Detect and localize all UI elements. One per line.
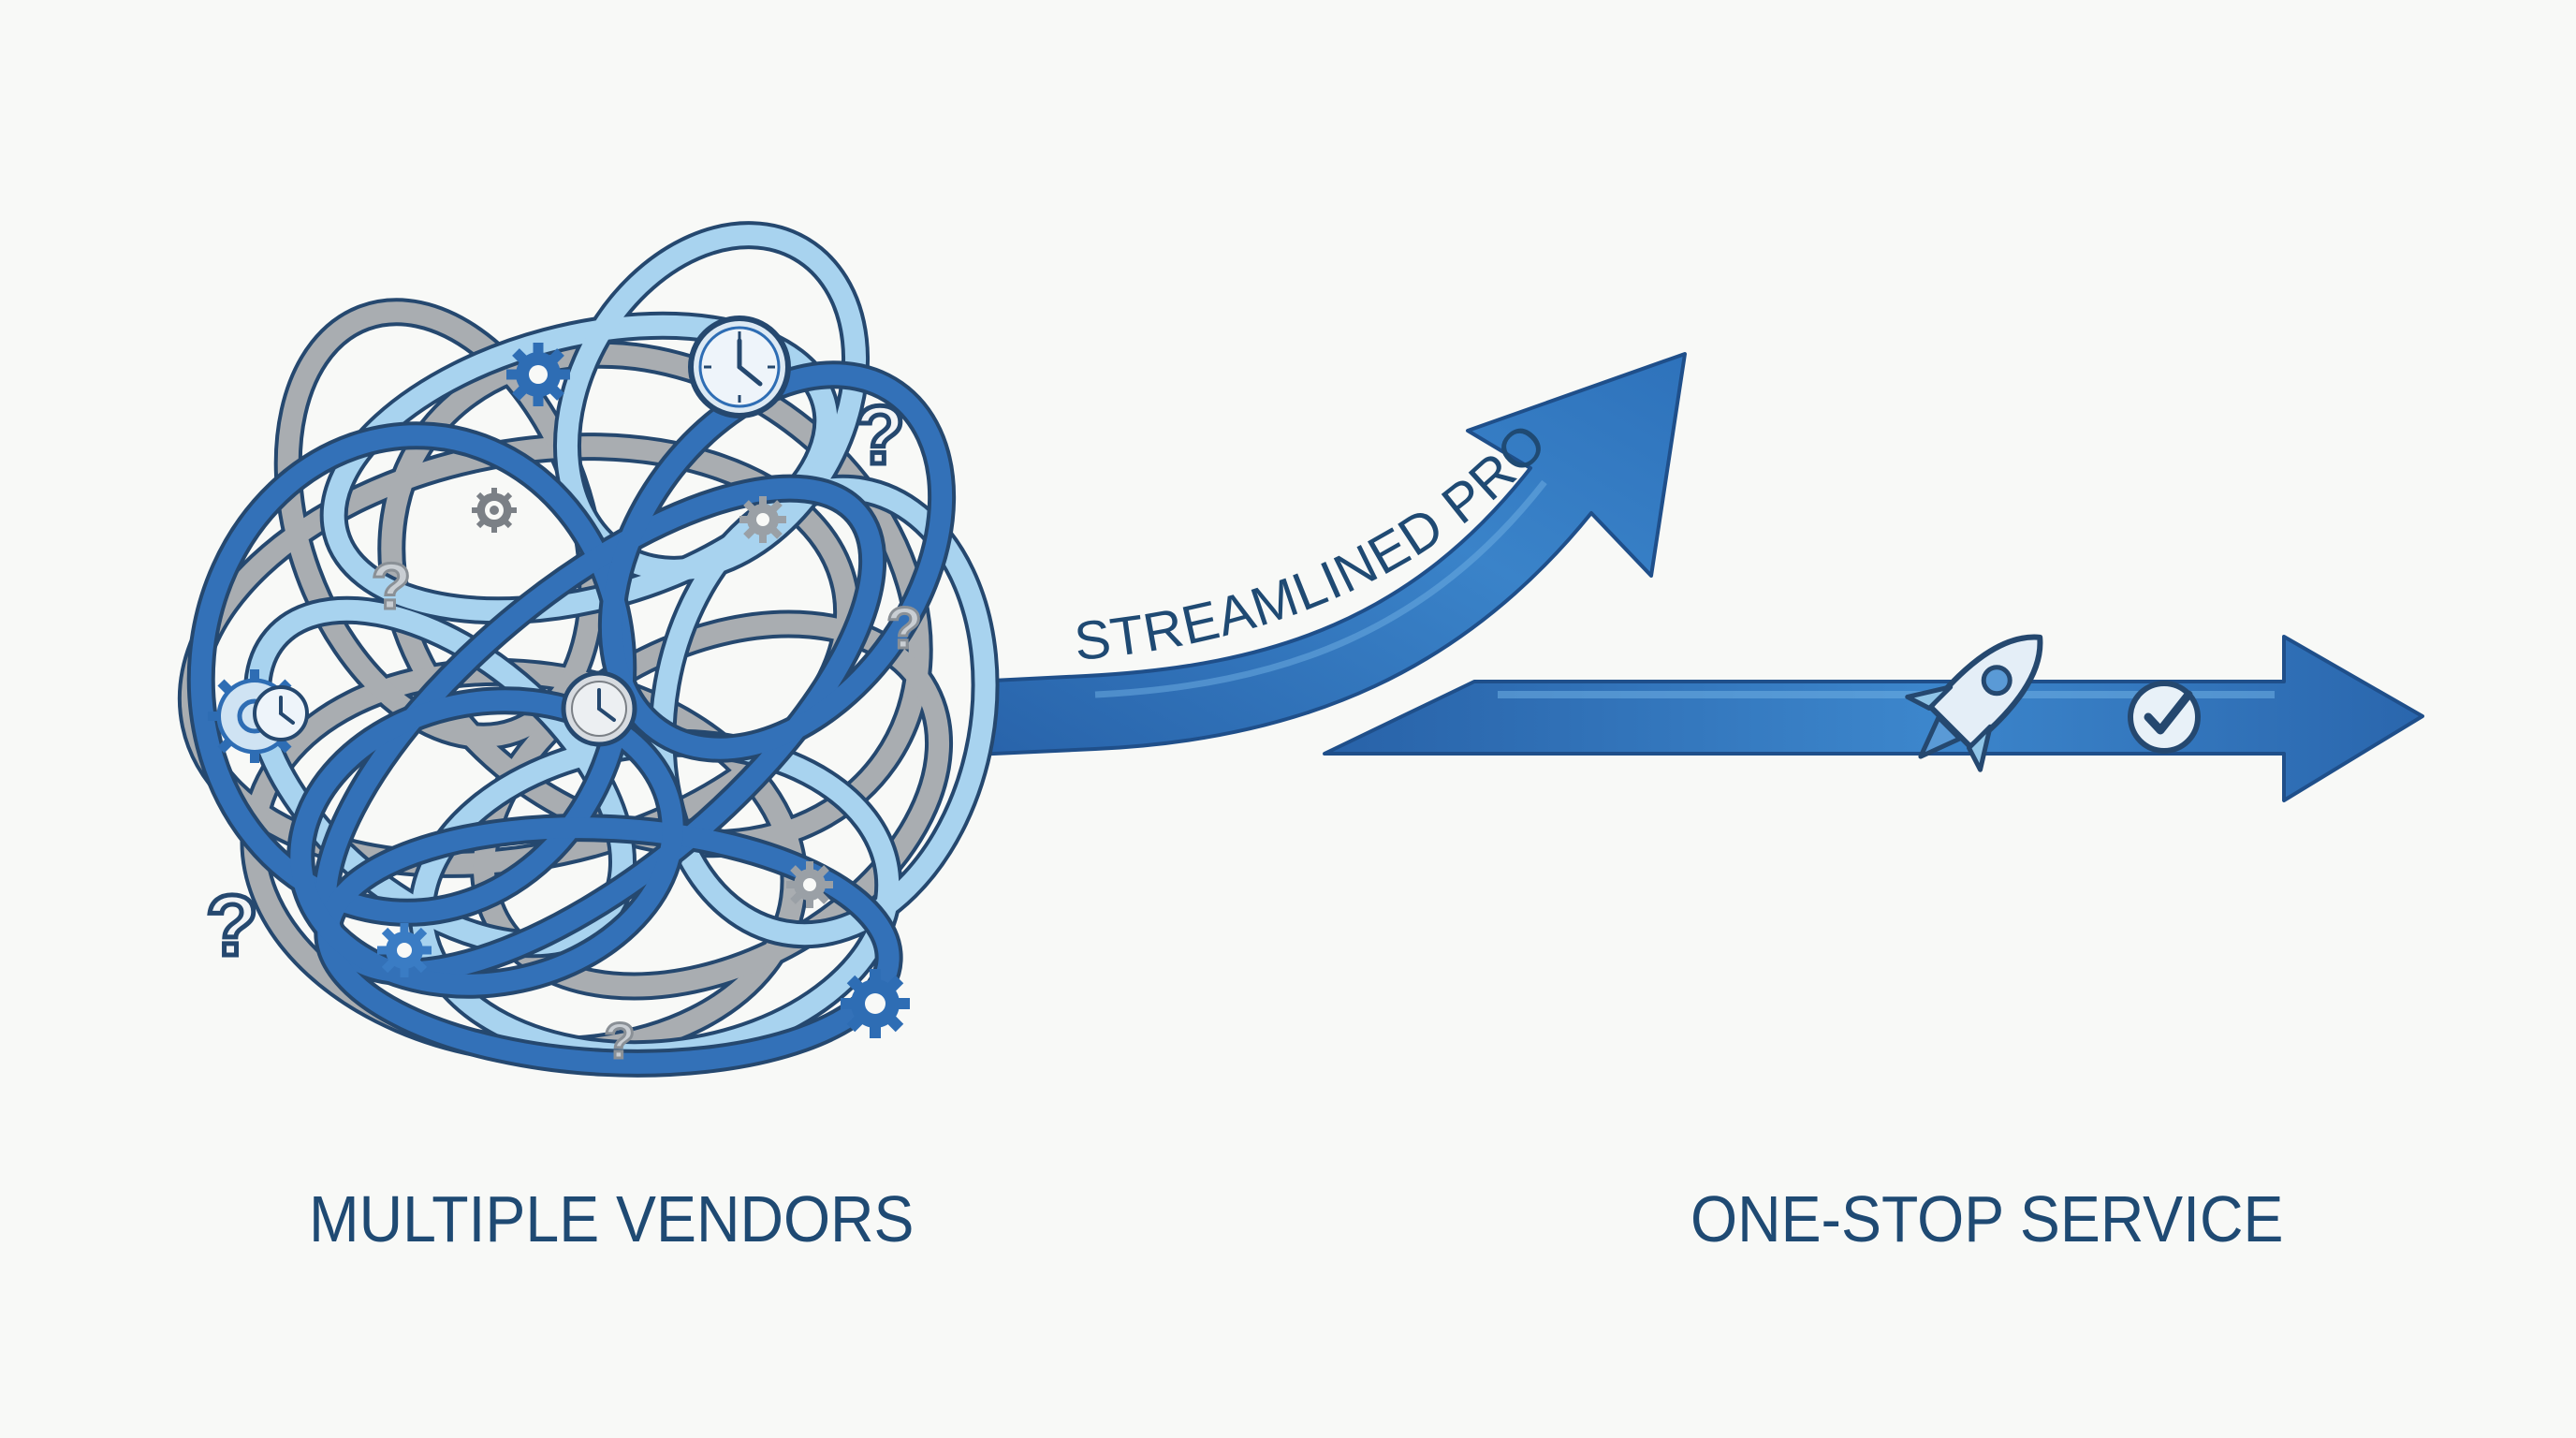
clock-icon (561, 670, 637, 747)
one-stop-service-label: ONE-STOP SERVICE (1690, 1182, 2284, 1255)
gear-icon (841, 969, 910, 1038)
gear-icon (377, 923, 432, 977)
clock-icon (688, 315, 791, 418)
rocket-icon (1905, 634, 2043, 772)
question-mark-icon: ? (372, 550, 412, 623)
question-mark-icon: ? (605, 1013, 636, 1069)
question-mark-icon: ? (206, 878, 258, 974)
gear-icon (506, 343, 570, 406)
clock-icon (253, 685, 309, 741)
multiple-vendors-label: MULTIPLE VENDORS (309, 1182, 915, 1255)
gear-icon (472, 488, 517, 533)
question-mark-icon: ? (886, 596, 922, 661)
straight-arrow (1323, 635, 2424, 802)
question-mark-icon: ? (855, 389, 905, 481)
gear-icon (739, 496, 786, 543)
curved-arrow (972, 352, 1687, 756)
tangle-blue-loops (186, 360, 957, 1078)
checkmark-circle-icon (2128, 681, 2201, 754)
vendor-tangle (177, 221, 1000, 1078)
gear-icon (786, 861, 833, 908)
